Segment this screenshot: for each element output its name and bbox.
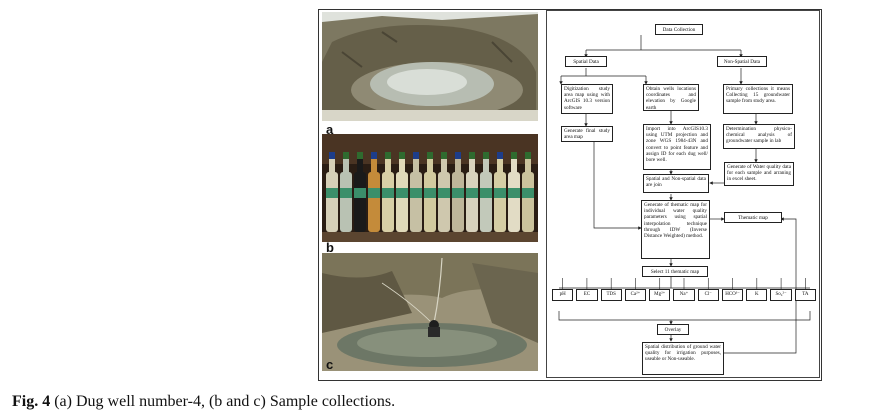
- box-spatial-join: Spatial and Non-spatial data are join: [643, 174, 709, 193]
- bottle-body: [382, 172, 394, 232]
- bottle-body: [466, 172, 478, 232]
- photo-well-sampling: [322, 253, 538, 371]
- box-generate-final-map: Generate final study area map: [561, 126, 613, 142]
- bottle-body: [396, 172, 408, 232]
- param-box: Mg²⁺: [649, 289, 671, 301]
- bottle-body: [438, 172, 450, 232]
- bottle-cap: [385, 152, 391, 159]
- bottle-cap: [525, 152, 531, 159]
- bottle-neck: [399, 158, 405, 174]
- caption-label: Fig. 4: [12, 393, 51, 410]
- bottle-label: [466, 188, 478, 198]
- bottle-cap: [469, 152, 475, 159]
- bottle-neck: [427, 158, 433, 174]
- bottle-body: [452, 172, 464, 232]
- box-import-arcgis: Import into ArcGIS10.3 using UTM project…: [643, 124, 711, 170]
- box-determination: Determination physico-chemical analysis …: [723, 124, 795, 149]
- box-generate-wq-data: Generate of Water quality data for each …: [724, 162, 794, 186]
- bottle-body: [368, 172, 380, 232]
- bottle-label: [410, 188, 422, 198]
- bottle-neck: [469, 158, 475, 174]
- bottle-neck: [525, 158, 531, 174]
- bottle-label: [354, 188, 366, 198]
- param-box: pH: [552, 289, 574, 301]
- bottle-cap: [441, 152, 447, 159]
- bottle-label: [508, 188, 520, 198]
- box-data-collection: Data Collection: [655, 24, 703, 35]
- bottle-cap: [329, 152, 335, 159]
- bottle-label: [494, 188, 506, 198]
- param-box: Cl⁻: [697, 289, 719, 301]
- bottle-body: [340, 172, 352, 232]
- bottle-neck: [385, 158, 391, 174]
- panel-letter-a: a: [326, 122, 334, 137]
- bottle-cap: [427, 152, 433, 159]
- bottle-label: [368, 188, 380, 198]
- bottle-cap: [497, 152, 503, 159]
- bottle-label: [396, 188, 408, 198]
- flowchart-panel: [546, 10, 820, 378]
- bottle-label: [424, 188, 436, 198]
- bottle-neck: [413, 158, 419, 174]
- bottle-cap: [413, 152, 419, 159]
- bottle-label: [480, 188, 492, 198]
- bottle-body: [522, 172, 534, 232]
- figure-caption: Fig. 4 (a) Dug well number-4, (b and c) …: [12, 393, 395, 411]
- bottle-neck: [329, 158, 335, 174]
- param-box: EC: [576, 289, 598, 301]
- bottle-label: [522, 188, 534, 198]
- bottle-cap: [343, 152, 349, 159]
- bottle-neck: [343, 158, 349, 174]
- bottle-cap: [357, 152, 363, 159]
- photo-sample-bottles: [322, 134, 538, 242]
- panel-letter-c: c: [326, 357, 334, 372]
- bottle-cap: [511, 152, 517, 159]
- param-box: TDS: [600, 289, 622, 301]
- bottle-label: [340, 188, 352, 198]
- bottle-neck: [357, 158, 363, 174]
- bottle-body: [494, 172, 506, 232]
- bottle-label: [382, 188, 394, 198]
- bottle-body: [326, 172, 338, 232]
- param-box: K: [746, 289, 768, 301]
- bottle-body: [354, 172, 366, 232]
- bottle-cap: [483, 152, 489, 159]
- bottle-cap: [371, 152, 377, 159]
- flowchart-connectors: [558, 35, 811, 354]
- box-digitization: Digitization study area map using with A…: [561, 84, 613, 114]
- box-spatial-data: Spatial Data: [565, 56, 607, 67]
- param-box: TA: [794, 289, 816, 301]
- box-spatial-distribution: Spatial distribution of ground water qua…: [642, 342, 724, 375]
- box-non-spatial-data: Non-Spatial Data: [717, 56, 767, 67]
- param-box: Na⁺: [673, 289, 695, 301]
- bottle-neck: [511, 158, 517, 174]
- box-select-thematic-maps: Select 11 thematic map: [642, 266, 708, 277]
- panel-letter-b: b: [326, 240, 334, 255]
- bottle-body: [480, 172, 492, 232]
- box-generate-thematic: Generate of thematic map for individual …: [641, 200, 710, 259]
- bottle-body: [424, 172, 436, 232]
- photo-dug-well: [322, 12, 538, 121]
- bottle-neck: [371, 158, 377, 174]
- param-box: Ca²⁺: [624, 289, 647, 301]
- caption-text: (a) Dug well number-4, (b and c) Sample …: [50, 393, 396, 410]
- box-primary-collection: Primary collections it means Collecting …: [723, 84, 793, 114]
- bottle-label: [326, 188, 338, 198]
- box-thematic-interpretation: Thematic map interpretation: [724, 212, 782, 223]
- box-overlay: Overlay: [657, 324, 689, 335]
- bottle-cap: [399, 152, 405, 159]
- bottle-cap: [455, 152, 461, 159]
- box-obtain-wells: Obtain wells locations coordinates and e…: [643, 84, 699, 111]
- bottle-label: [438, 188, 450, 198]
- param-box: So₄²⁻: [770, 289, 792, 301]
- bottle-neck: [497, 158, 503, 174]
- bottle-body: [410, 172, 422, 232]
- bottle-neck: [483, 158, 489, 174]
- param-box: HCO³⁻: [721, 289, 744, 301]
- bottle-body: [508, 172, 520, 232]
- bottle-neck: [455, 158, 461, 174]
- bottle-neck: [441, 158, 447, 174]
- bottle-label: [452, 188, 464, 198]
